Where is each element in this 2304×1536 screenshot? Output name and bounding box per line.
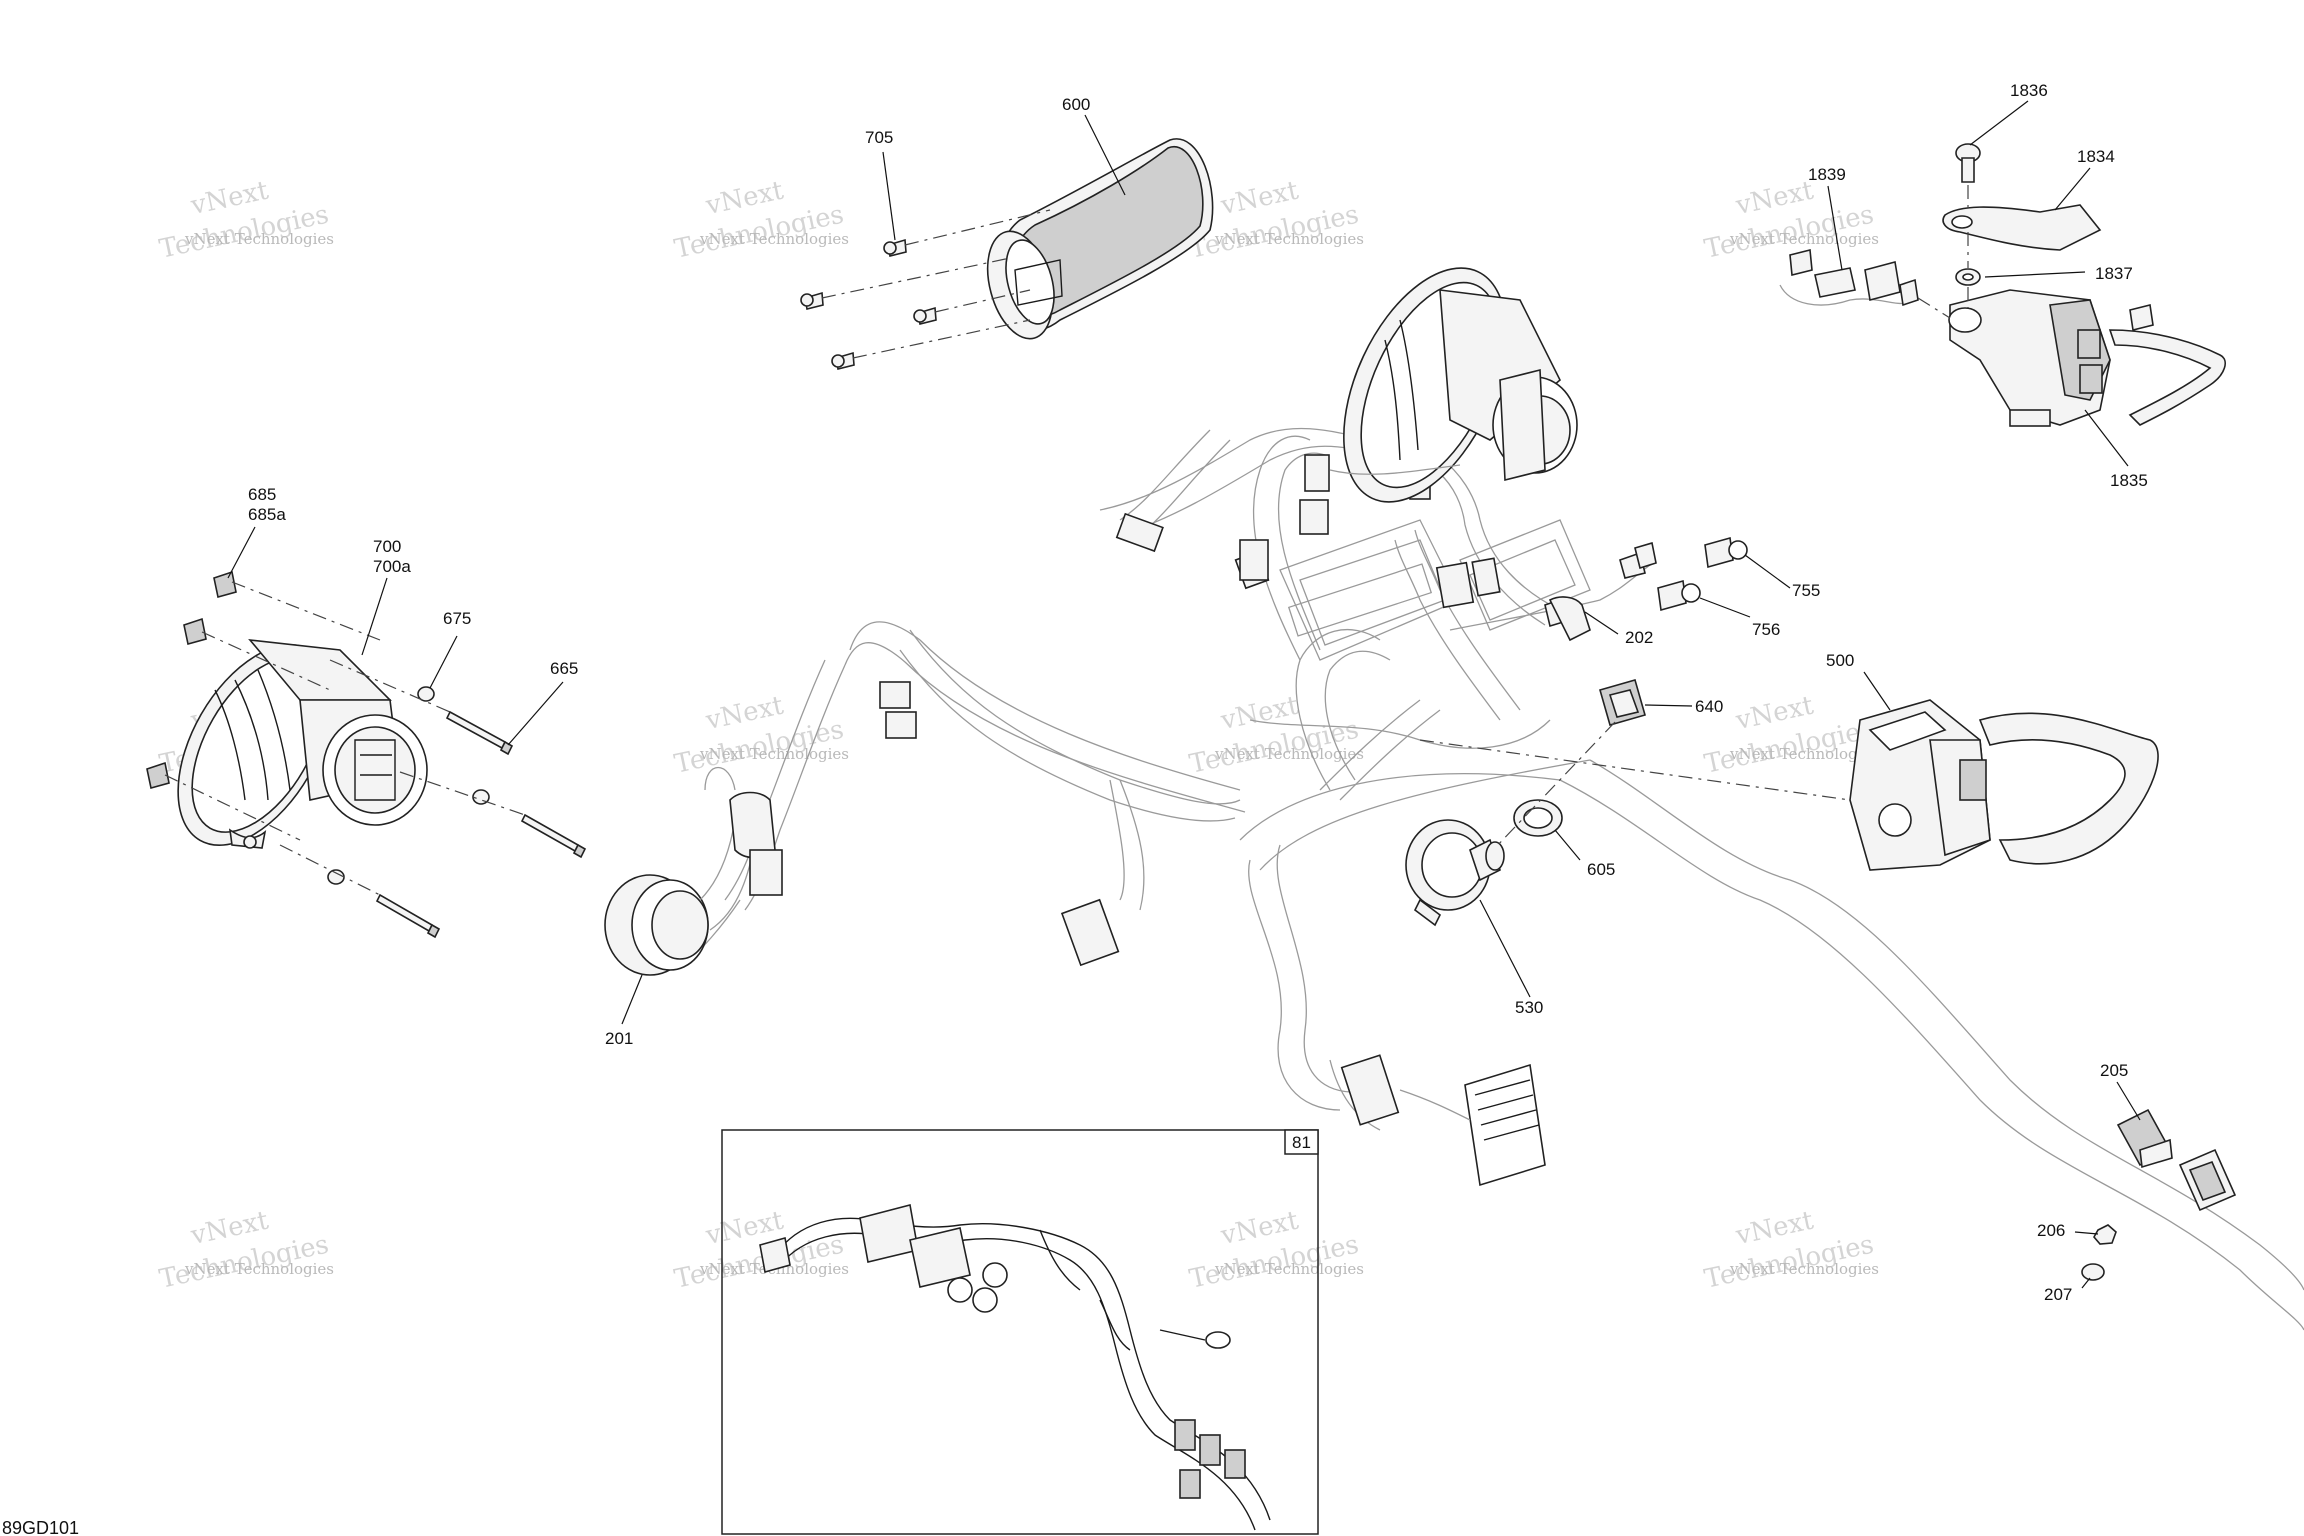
washer-207[interactable] — [2081, 1263, 2105, 1281]
callout-755: 755 — [1792, 581, 1820, 600]
bulb-socket-756[interactable] — [1657, 579, 1701, 612]
callout-206: 206 — [2037, 1221, 2065, 1240]
inset-harness-81 — [721, 1129, 1319, 1535]
right-headlamp-assembly — [1115, 267, 1578, 581]
callout-205: 205 — [2100, 1061, 2128, 1080]
grommet-605[interactable] — [1513, 799, 1563, 837]
callout-700a: 700a — [373, 557, 411, 576]
watermark-small: vNext Technologies — [1729, 745, 1879, 763]
callout-81: 81 — [1292, 1133, 1311, 1152]
callout-705: 705 — [865, 128, 893, 147]
main-wiring-harness — [689, 417, 2304, 1331]
watermark-small: vNext Technologies — [1729, 1260, 1879, 1278]
callout-530: 530 — [1515, 998, 1543, 1017]
callout-640: 640 — [1695, 697, 1723, 716]
washers-675[interactable] — [327, 686, 490, 885]
assembly-lines-horn — [1494, 721, 1616, 849]
watermark-small: vNext Technologies — [184, 1260, 334, 1278]
bulb-socket-755[interactable] — [1704, 536, 1748, 569]
bulb-201[interactable] — [604, 766, 783, 976]
callout-1837: 1837 — [2095, 264, 2133, 283]
switch-housing-1835[interactable] — [1948, 289, 2226, 427]
callout-labels: 600 705 685 685a 700 700a 675 665 201 20… — [248, 81, 2148, 1304]
nut-206[interactable] — [2093, 1224, 2117, 1245]
callout-207: 207 — [2044, 1285, 2072, 1304]
left-headlamp-700[interactable] — [146, 619, 428, 872]
switch-connector-1839[interactable] — [1779, 248, 2154, 331]
callout-1834: 1834 — [2077, 147, 2115, 166]
callout-665: 665 — [550, 659, 578, 678]
handlebar-switch-500[interactable] — [1849, 699, 2159, 871]
screw-1836[interactable] — [1955, 143, 1981, 183]
clip-205[interactable] — [2116, 1108, 2173, 1169]
callout-600: 600 — [1062, 95, 1090, 114]
connector-right-harness — [2178, 1148, 2237, 1212]
watermark-small: vNext Technologies — [1214, 745, 1364, 763]
washer-1837[interactable] — [1955, 268, 1981, 286]
socket-harness-202[interactable] — [1449, 541, 1657, 642]
long-screws-665[interactable] — [375, 710, 587, 939]
cover-screws-705[interactable] — [800, 238, 937, 370]
assembly-lines-switch — [1419, 739, 1851, 801]
watermark-small: vNext Technologies — [1214, 230, 1364, 248]
callout-675: 675 — [443, 609, 471, 628]
watermark-small: vNext Technologies — [1214, 1260, 1364, 1278]
plate-1834[interactable] — [1942, 204, 2102, 251]
callout-1836: 1836 — [2010, 81, 2048, 100]
callout-1839: 1839 — [1808, 165, 1846, 184]
watermark-small: vNext Technologies — [1729, 230, 1879, 248]
adjuster-screws-685[interactable] — [146, 570, 237, 789]
callout-605: 605 — [1587, 860, 1615, 879]
assembly-lines-brake — [1917, 185, 1969, 319]
callout-500: 500 — [1826, 651, 1854, 670]
callout-1835: 1835 — [2110, 471, 2148, 490]
assembly-lines-cover — [821, 209, 1051, 359]
watermark-small: vNext Technologies — [699, 230, 849, 248]
callout-202: 202 — [1625, 628, 1653, 647]
diagram-code: 89GD101 — [2, 1518, 79, 1536]
watermark-small: vNext Technologies — [699, 745, 849, 763]
leader-lines — [227, 100, 2141, 1289]
callout-685: 685 — [248, 485, 276, 504]
callout-685a: 685a — [248, 505, 286, 524]
callout-756: 756 — [1752, 620, 1780, 639]
horn-530[interactable] — [1405, 819, 1505, 927]
callout-700: 700 — [373, 537, 401, 556]
callout-201: 201 — [605, 1029, 633, 1048]
connector-640[interactable] — [1599, 679, 1646, 726]
assembly-lines-left — [164, 581, 526, 896]
watermark-small: vNext Technologies — [184, 230, 334, 248]
headlamp-cover-600[interactable] — [977, 138, 1214, 346]
